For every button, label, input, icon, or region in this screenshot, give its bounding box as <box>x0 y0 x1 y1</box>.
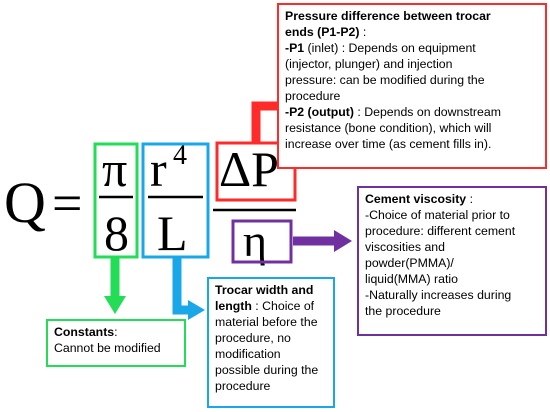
pi-eight-frame <box>93 142 139 259</box>
trocar-line5: modification <box>215 347 281 361</box>
flow-rate-symbol: Q <box>4 170 46 235</box>
p2-text-line3: increase over time (as cement fills in). <box>285 137 492 151</box>
p1-label: -P1 <box>285 41 305 55</box>
constants-arrow-head <box>104 296 126 314</box>
viscosity-line1: -Choice of material prior to <box>365 208 510 222</box>
viscosity-line5: liquid(MMA) ratio <box>365 272 458 286</box>
viscosity-arrow-head <box>334 230 352 252</box>
viscosity-line2: procedure: different cement <box>365 224 516 238</box>
delta-p-frame <box>215 141 297 202</box>
trocar-dimensions-box: Trocar width and length : Choice of mate… <box>207 277 335 408</box>
radius-exponent: 4 <box>173 140 187 171</box>
pressure-difference-box: Pressure difference between trocar ends … <box>277 3 547 169</box>
cement-viscosity-box: Cement viscosity : -Choice of material p… <box>357 186 547 336</box>
p1-text-line1: (inlet) : Depends on equipment <box>304 41 476 55</box>
p2-text-line2: resistance (bone condition), which will <box>285 121 492 135</box>
trocar-title-line2: length <box>215 299 252 313</box>
radius-symbol: r <box>150 141 167 197</box>
p1-text-line4: procedure <box>285 89 341 103</box>
trocar-text-line2: : Choice of <box>251 299 315 313</box>
pi-symbol: π <box>102 141 127 197</box>
trocar-line7: procedure <box>215 379 271 393</box>
trocar-title-line1: Trocar width and <box>215 283 314 297</box>
viscosity-line3: viscosities and <box>365 240 445 254</box>
equals-sign: = <box>52 173 82 233</box>
constants-box: Constants: Cannot be modified <box>46 319 186 367</box>
p2-label: -P2 (output) <box>285 105 354 119</box>
viscosity-line7: the procedure <box>365 304 441 318</box>
pressure-arrow-line <box>251 101 281 142</box>
trocar-arrow-head <box>188 300 205 320</box>
viscosity-title-suffix: : <box>466 192 473 206</box>
trocar-line4: procedure, no <box>215 331 291 345</box>
pressure-title-line1: Pressure difference between trocar <box>285 9 491 23</box>
p1-text-line3: pressure: can be modified during the <box>285 73 485 87</box>
constants-line2: Cannot be modified <box>54 341 161 355</box>
viscosity-title: Cement viscosity <box>365 192 467 206</box>
trocar-arrow-line <box>172 258 190 315</box>
viscosity-symbol: η <box>243 215 267 266</box>
viscosity-line6: -Naturally increases during <box>365 288 512 302</box>
viscosity-line4: powder(PMMA)/ <box>365 256 454 270</box>
r4-l-frame <box>141 142 210 259</box>
trocar-line6: possible during the <box>215 363 319 377</box>
trocar-line3: material before the <box>215 315 318 329</box>
pressure-title-suffix: : <box>359 25 367 39</box>
pressure-title-line2: ends (P1-P2) <box>285 25 360 39</box>
p1-text-line2: (injector, plunger) and injection <box>285 57 453 71</box>
p2-text-line1: : Depends on downstream <box>353 105 501 119</box>
length-symbol: L <box>157 205 188 261</box>
constants-title-suffix: : <box>114 325 118 339</box>
eta-frame <box>231 219 293 264</box>
pressure-difference-symbol: ΔP <box>219 141 279 197</box>
eight-digit: 8 <box>104 205 129 261</box>
constants-title: Constants <box>54 325 115 339</box>
